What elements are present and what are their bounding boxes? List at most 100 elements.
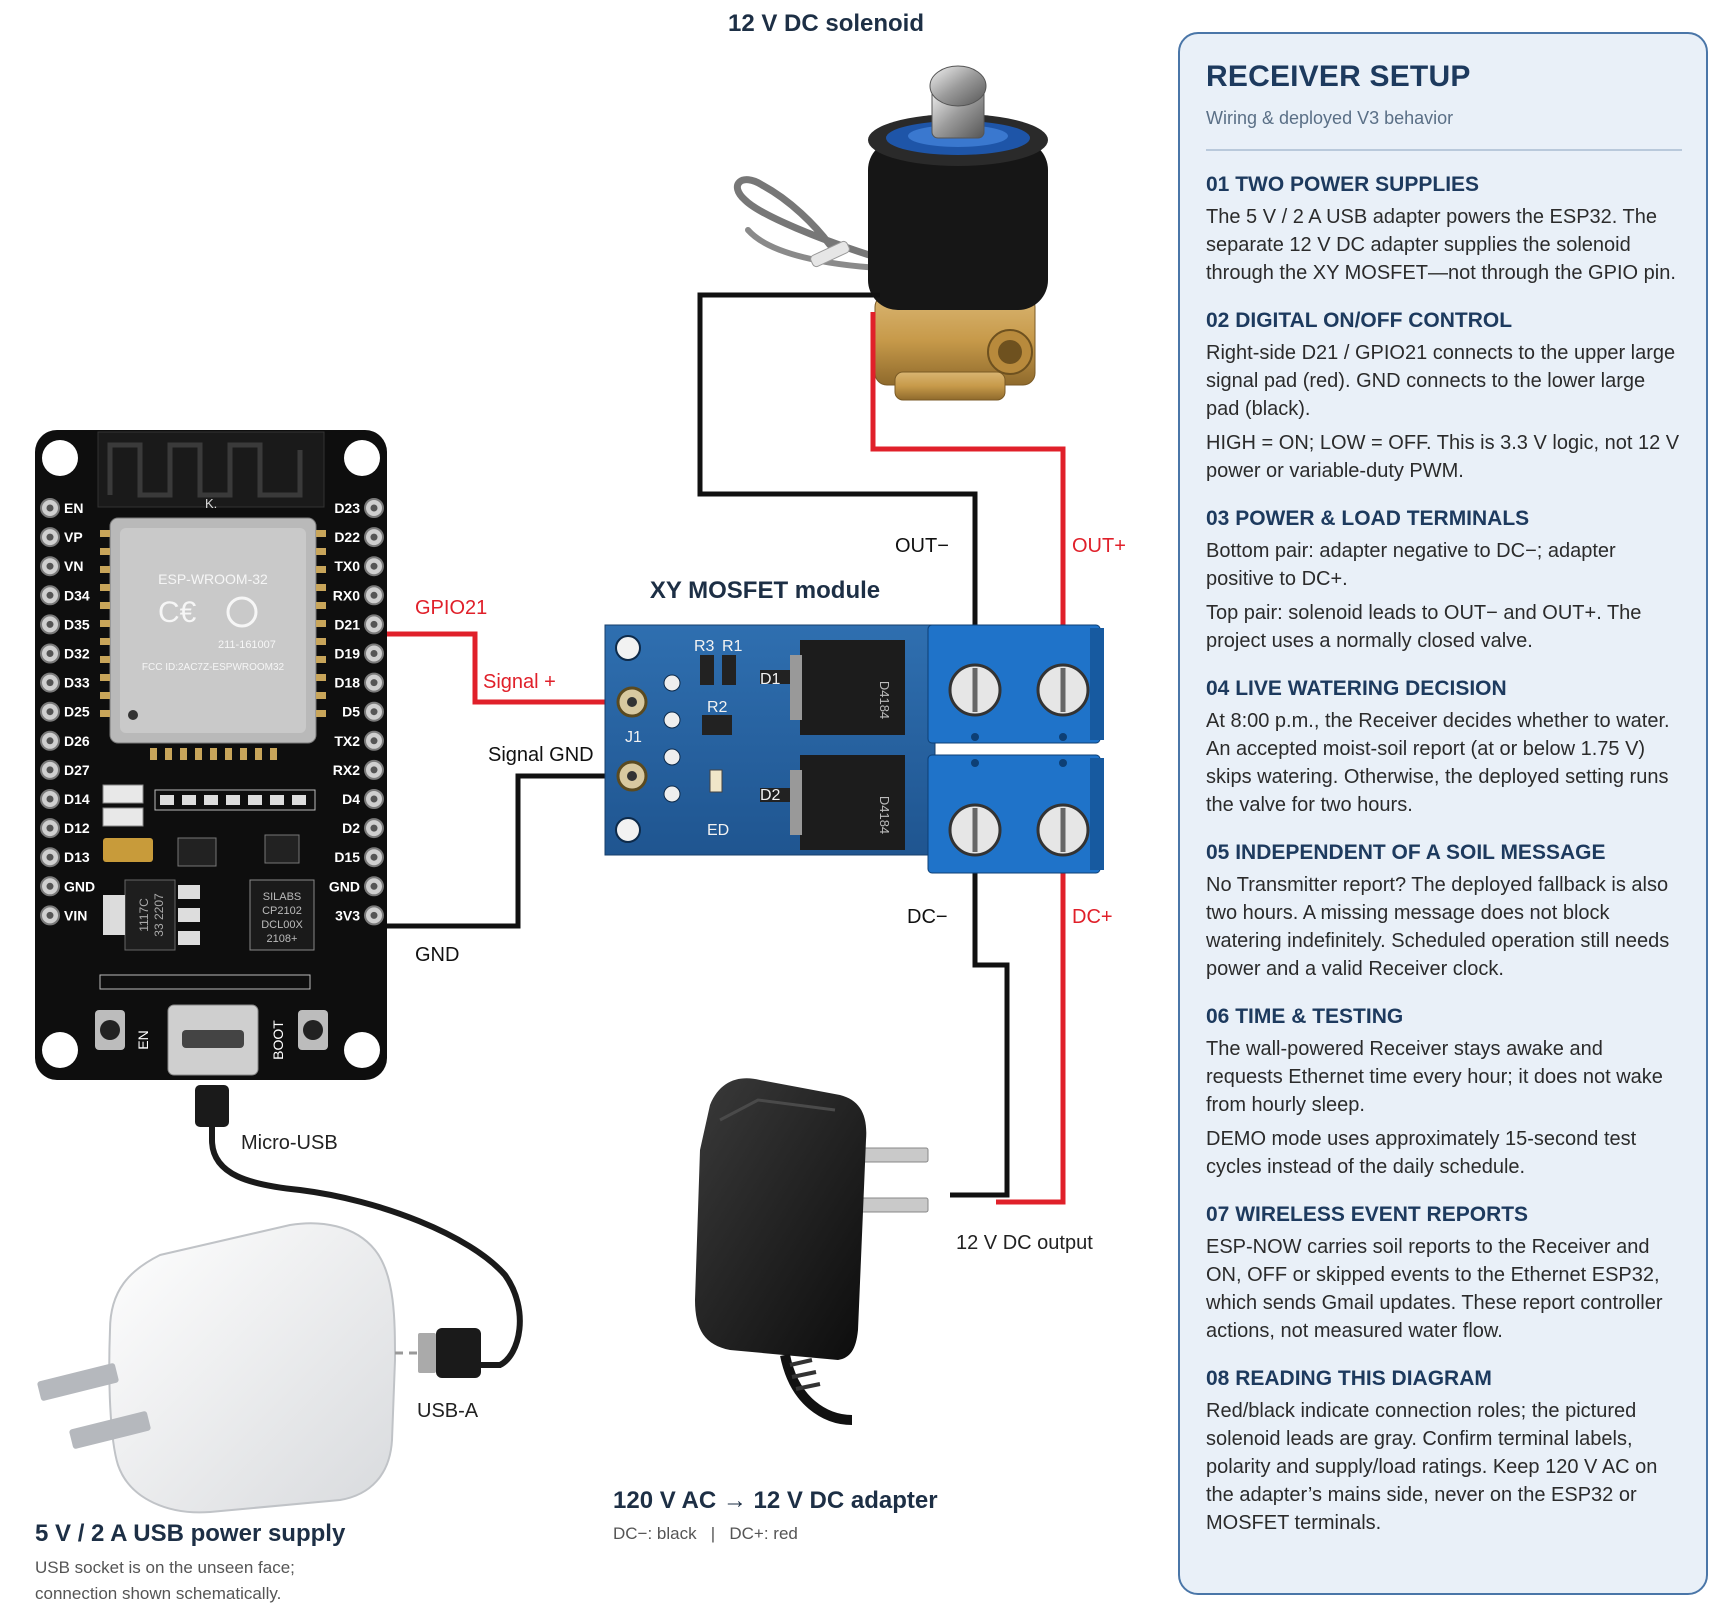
svg-text:C€: C€	[158, 596, 197, 629]
section-heading: 06 TIME & TESTING	[1206, 1005, 1404, 1028]
panel-divider	[1206, 149, 1682, 151]
pin-label: VP	[64, 529, 83, 545]
wire-gpio21	[375, 631, 630, 705]
pin-hole	[46, 504, 54, 512]
pin-label: D34	[64, 587, 90, 603]
pin-hole	[46, 795, 54, 803]
label-signal-gnd: Signal GND	[488, 744, 594, 766]
label-dc-plus: DC+	[1072, 906, 1113, 928]
pin-label: D12	[64, 820, 90, 836]
pin-label: D18	[334, 675, 360, 691]
pin-label: RX2	[333, 762, 360, 778]
panel-title: RECEIVER SETUP	[1206, 60, 1471, 93]
pin-hole	[46, 766, 54, 774]
pin-label: GND	[64, 878, 95, 894]
label-gpio21: GPIO21	[415, 597, 487, 619]
esp32-board: K. ESP-WROOM-32 C€ 211-161007 FCC ID:2AC…	[35, 430, 387, 1127]
psu-prong-bottom	[69, 1411, 151, 1449]
pin-hole	[370, 620, 378, 628]
label-dc-output: 12 V DC output	[956, 1232, 1093, 1254]
pin-label: D19	[334, 646, 360, 662]
svg-text:CP2102: CP2102	[262, 905, 302, 917]
svg-text:ED: ED	[707, 822, 729, 839]
svg-text:BOOT: BOOT	[270, 1020, 286, 1060]
section-heading: 01 TWO POWER SUPPLIES	[1206, 173, 1480, 196]
usb-uart-chip	[249, 879, 315, 951]
pin-hole	[46, 737, 54, 745]
esp32-pin-headers: ENVPVND34D35D32D33D25D26D27D14D12D13GNDV…	[40, 498, 384, 926]
pin-label: D32	[64, 646, 90, 662]
panel-sections: 01 TWO POWER SUPPLIES The 5 V / 2 A USB a…	[1206, 173, 1682, 1537]
svg-text:DCL00X: DCL00X	[261, 919, 303, 931]
psu-prong-top	[37, 1363, 119, 1401]
pin-label: D35	[64, 616, 90, 632]
svg-text:ESP-WROOM-32: ESP-WROOM-32	[158, 571, 268, 587]
adapter-prong-top	[857, 1147, 929, 1163]
pin-hole	[370, 824, 378, 832]
solenoid-title: 12 V DC solenoid	[728, 10, 924, 37]
wire-signal-gnd	[375, 773, 630, 929]
label-out-minus: OUT−	[895, 535, 949, 557]
section-text: DEMO mode uses approximately 15-second t…	[1206, 1128, 1637, 1178]
svg-text:EN: EN	[135, 1030, 151, 1049]
section-text: No Transmitter report? The deployed fall…	[1206, 874, 1670, 980]
pin-hole	[370, 853, 378, 861]
pin-hole	[370, 708, 378, 716]
svg-text:33 2207: 33 2207	[152, 893, 166, 937]
pin-label: RX0	[333, 587, 360, 603]
svg-text:D4184: D4184	[877, 681, 892, 719]
pin-label: D13	[64, 849, 90, 865]
section-text: The 5 V / 2 A USB adapter powers the ESP…	[1206, 206, 1676, 284]
wire-dc-plus	[996, 830, 1066, 1205]
mosfet-module: D4184 D4184 R3 R1 D1 R2 J1 D2 ED	[604, 624, 1104, 874]
panel-section: 06 TIME & TESTING The wall-powered Receiv…	[1206, 1005, 1682, 1181]
pin-hole	[46, 650, 54, 657]
section-heading: 05 INDEPENDENT OF A SOIL MESSAGE	[1206, 841, 1606, 864]
pin-label: D23	[334, 500, 360, 516]
adapter-prong-bottom	[857, 1197, 929, 1213]
pin-hole	[46, 853, 54, 861]
usb-power-supply	[37, 1222, 481, 1514]
pin-label: D25	[64, 704, 90, 720]
svg-text:FCC ID:2AC7Z-ESPWROOM32: FCC ID:2AC7Z-ESPWROOM32	[142, 662, 285, 673]
receiver-setup-panel: RECEIVER SETUP Wiring & deployed V3 beha…	[1178, 32, 1708, 1595]
pin-hole	[370, 882, 378, 890]
section-heading: 04 LIVE WATERING DECISION	[1206, 677, 1507, 700]
pin-hole	[370, 533, 378, 541]
section-heading: 07 WIRELESS EVENT REPORTS	[1206, 1203, 1529, 1226]
section-text: The wall-powered Receiver stays awake an…	[1206, 1038, 1663, 1116]
pin-hole	[370, 591, 378, 599]
pin-hole	[370, 650, 378, 657]
pin-label: D21	[334, 616, 360, 632]
pin-hole	[370, 795, 378, 803]
pin-hole	[46, 679, 54, 687]
pin-hole	[370, 562, 378, 570]
pin-label: VIN	[64, 907, 87, 923]
pin-label: 3V3	[335, 907, 360, 923]
pin-hole	[46, 620, 54, 628]
dc-adapter	[695, 1078, 929, 1425]
panel-section: 03 POWER & LOAD TERMINALS Bottom pair: ad…	[1206, 507, 1682, 655]
svg-text:R3: R3	[694, 638, 715, 655]
pin-hole	[46, 911, 54, 919]
svg-text:211-161007: 211-161007	[218, 639, 276, 651]
panel-subtitle: Wiring & deployed V3 behavior	[1206, 108, 1454, 128]
section-text: Top pair: solenoid leads to OUT− and OUT…	[1206, 602, 1642, 652]
svg-text:D1: D1	[760, 671, 781, 688]
usb-cable	[209, 1100, 523, 1368]
label-micro-usb: Micro-USB	[241, 1132, 338, 1154]
usb-a-plug	[418, 1333, 436, 1373]
pin-label: GND	[329, 878, 360, 894]
section-heading: 02 DIGITAL ON/OFF CONTROL	[1206, 309, 1513, 332]
pin-hole	[46, 708, 54, 716]
pin-label: TX2	[334, 733, 360, 749]
section-heading: 03 POWER & LOAD TERMINALS	[1206, 507, 1530, 530]
pin-label: D33	[64, 675, 90, 691]
section-heading: 08 READING THIS DIAGRAM	[1206, 1367, 1492, 1390]
section-text: Bottom pair: adapter negative to DC−; ad…	[1206, 540, 1616, 590]
pin-label: D14	[64, 791, 90, 807]
psu-title: 5 V / 2 A USB power supply	[35, 1520, 346, 1547]
